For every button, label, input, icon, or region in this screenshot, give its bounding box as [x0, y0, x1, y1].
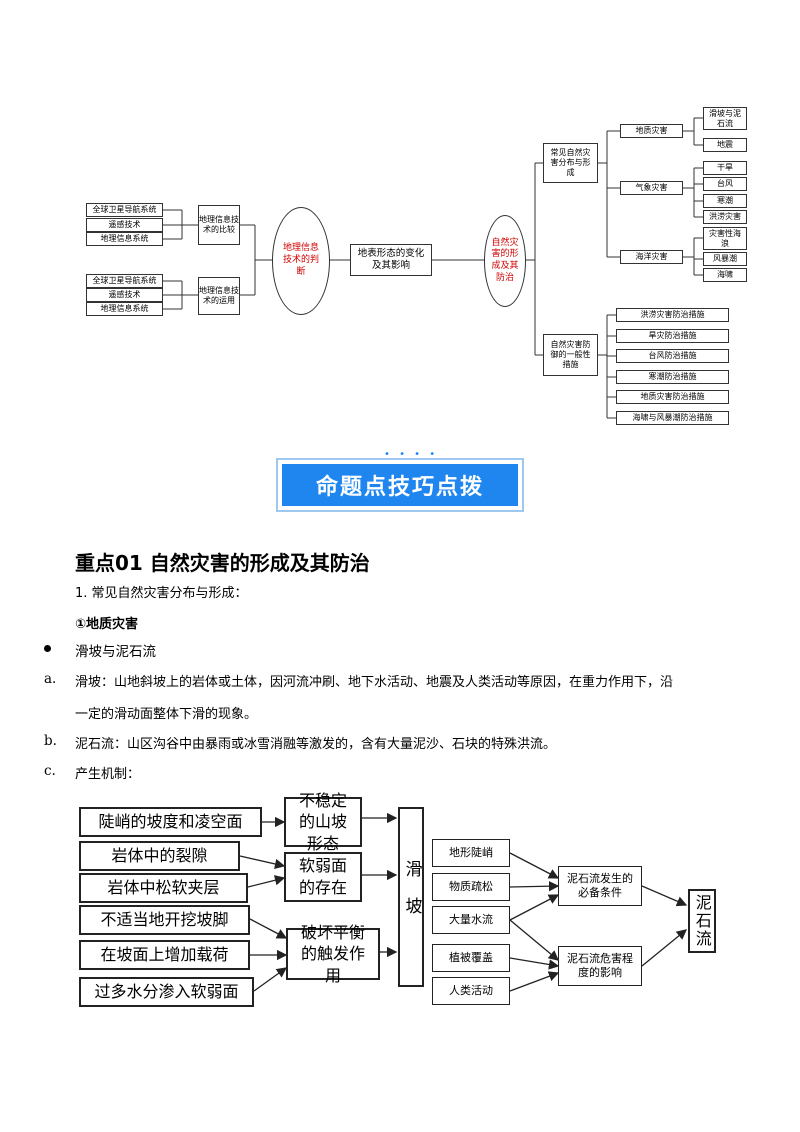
factor-4: 植被覆盖: [432, 944, 510, 972]
factor-1: 地形陡峭: [432, 839, 510, 867]
cause-3: 岩体中松软夹层: [79, 873, 248, 903]
item-c-text: 产生机制：: [75, 767, 141, 782]
landslide-box: 滑坡: [398, 807, 424, 987]
center-node: 地表形态的变化及其影响: [350, 244, 432, 276]
section-banner: 命题点技巧点拨: [276, 458, 524, 512]
factor-3: 大量水流: [432, 906, 510, 934]
left-bottom-group-label: 地理信息技术的运用: [198, 277, 240, 315]
mindmap-connectors: [163, 117, 703, 419]
left-top-item-2: 遥感技术: [86, 218, 163, 232]
geology-item-1: 滑坡与泥石流: [703, 107, 747, 130]
geology-group: 地质灾害: [620, 124, 683, 138]
lower-branch-label: 自然灾害防御的一般性措施: [543, 334, 598, 376]
mid-1: 泥石流发生的必备条件: [558, 866, 642, 906]
condition-2: 软弱面的存在: [284, 852, 362, 902]
factor-5: 人类活动: [432, 977, 510, 1005]
ocean-item-3: 海啸: [703, 268, 747, 282]
bullet-dot: [44, 645, 51, 652]
item-b-text: 泥石流：山区沟谷中由暴雨或冰雪消融等激发的，含有大量泥沙、石块的特殊洪流。: [75, 737, 557, 752]
weather-item-1: 干旱: [703, 161, 747, 175]
section-heading: 重点01 自然灾害的形成及其防治: [75, 551, 370, 575]
result-box: 泥石流: [688, 889, 716, 953]
ocean-item-2: 风暴潮: [703, 252, 747, 266]
factor-2: 物质疏松: [432, 873, 510, 901]
upper-branch-label: 常见自然灾害分布与形成: [543, 143, 598, 183]
left-top-item-3: 地理信息系统: [86, 232, 163, 246]
weather-item-4: 洪涝灾害: [703, 210, 747, 224]
item-b-marker: b.: [44, 733, 57, 749]
mid-2: 泥石流危害程度的影响: [558, 946, 642, 986]
ocean-item-1: 灾害性海浪: [703, 227, 747, 250]
measure-item-6: 海啸与风暴潮防治措施: [616, 411, 729, 425]
left-top-group-label: 地理信息技术的比较: [198, 205, 240, 245]
condition-1: 不稳定的山坡形态: [284, 791, 362, 853]
condition-3: 破坏平衡的触发作用: [286, 923, 380, 985]
measure-item-1: 洪涝灾害防治措施: [616, 308, 729, 322]
left-bottom-item-2: 遥感技术: [86, 288, 163, 302]
weather-item-2: 台风: [703, 177, 747, 191]
item-a-marker: a.: [44, 671, 57, 687]
cause-5: 在坡面上增加载荷: [79, 940, 250, 970]
banner-title: 命题点技巧点拨: [282, 464, 518, 506]
measure-item-3: 台风防治措施: [616, 349, 729, 363]
left-bottom-item-3: 地理信息系统: [86, 302, 163, 316]
bullet-text: 滑坡与泥石流: [75, 644, 156, 660]
left-bottom-item-1: 全球卫星导航系统: [86, 274, 163, 288]
cause-6: 过多水分渗入软弱面: [79, 977, 254, 1007]
item-a-cont: 一定的滑动面整体下滑的现象。: [75, 707, 258, 722]
sub-heading: ①地质灾害: [75, 617, 139, 632]
cause-4: 不适当地开挖坡脚: [79, 905, 250, 935]
left-ellipse: 地理信息技术的判断: [272, 207, 330, 315]
right-ellipse: 自然灾害的形成及其防治: [484, 215, 526, 307]
weather-item-3: 寒潮: [703, 194, 747, 208]
item-c-marker: c.: [44, 763, 56, 779]
cause-2: 岩体中的裂隙: [79, 841, 240, 871]
left-top-item-1: 全球卫星导航系统: [86, 203, 163, 217]
measure-item-5: 地质灾害防治措施: [616, 390, 729, 404]
measure-item-4: 寒潮防治措施: [616, 370, 729, 384]
measure-item-2: 旱灾防治措施: [616, 329, 729, 343]
ocean-group: 海洋灾害: [620, 250, 683, 264]
item-a-text: 滑坡：山地斜坡上的岩体或土体，因河流冲刷、地下水活动、地震及人类活动等原因，在重…: [75, 675, 674, 690]
weather-group: 气象灾害: [620, 181, 683, 195]
cause-1: 陡峭的坡度和凌空面: [79, 807, 262, 837]
banner-dots: • • • •: [384, 449, 439, 460]
point-1: 1. 常见自然灾害分布与形成：: [75, 586, 248, 601]
geology-item-2: 地震: [703, 138, 747, 152]
